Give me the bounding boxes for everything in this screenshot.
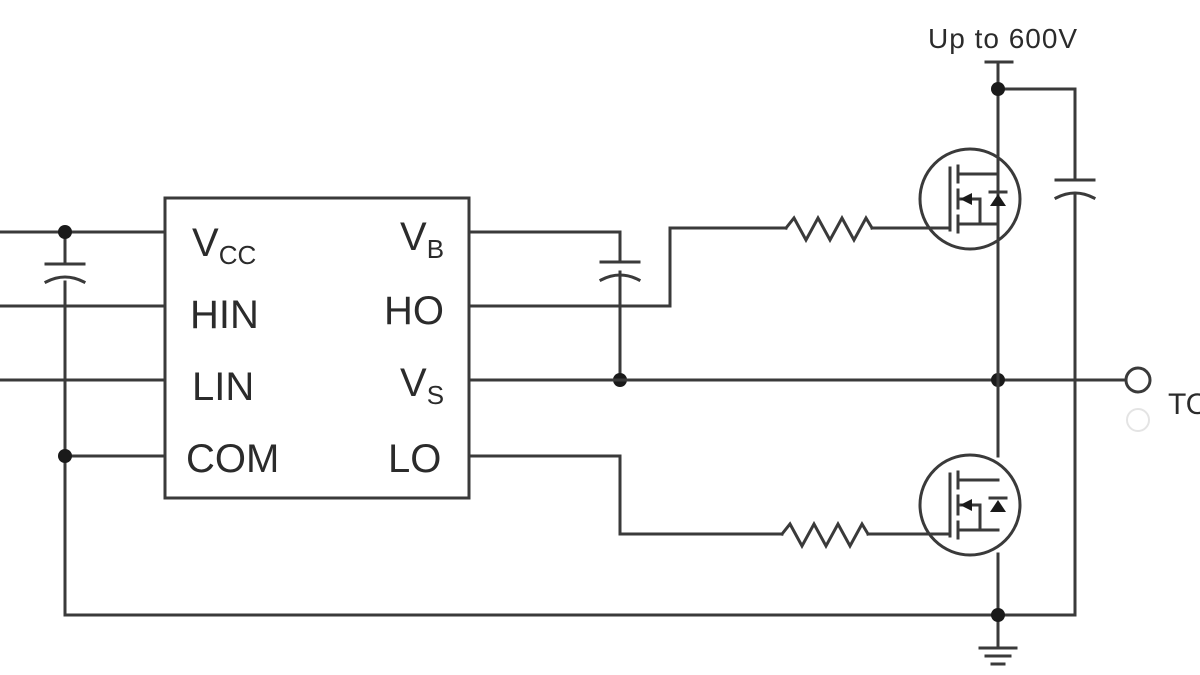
- low-gate-drive: [467, 454, 942, 550]
- pin-com: COM: [186, 437, 279, 481]
- low-side-mosfet: [918, 453, 1022, 557]
- bulk-capacitor: [1053, 178, 1097, 201]
- pin-vb: VB: [400, 215, 444, 264]
- input-lines: [0, 225, 167, 617]
- low-gate-resistor: [779, 520, 871, 550]
- switch-node: [467, 366, 1152, 432]
- pin-lo: LO: [388, 437, 441, 481]
- pin-vs: VS: [400, 361, 444, 410]
- ground-icon: [978, 646, 1018, 666]
- pin-lin: LIN: [192, 365, 254, 409]
- high-side-mosfet: [918, 147, 1022, 251]
- pin-hin: HIN: [190, 293, 259, 337]
- output-terminal: [1124, 366, 1152, 394]
- vcc-capacitor: [43, 262, 87, 285]
- high-gate-resistor: [783, 214, 875, 244]
- supply-voltage-label: Up to 600V: [928, 23, 1078, 54]
- half-bridge-bus: [991, 246, 1005, 650]
- pin-ho: HO: [384, 289, 444, 333]
- driver-ic: [163, 196, 471, 500]
- supply-rail: [984, 60, 1077, 617]
- pin-vcc: VCC: [192, 221, 256, 270]
- bootstrap-circuit: [467, 230, 642, 387]
- output-label: TO: [1168, 388, 1200, 421]
